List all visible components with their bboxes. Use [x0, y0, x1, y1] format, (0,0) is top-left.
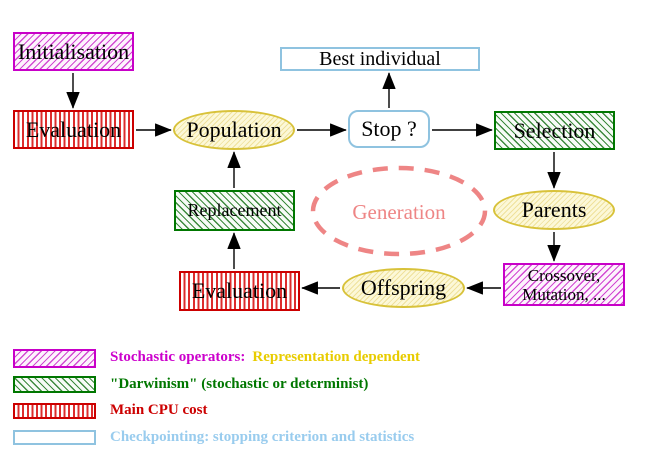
node-replacement: Replacement [174, 190, 295, 231]
generation-label: Generation [352, 200, 446, 224]
node-selection-label: Selection [513, 117, 596, 143]
node-offspring: Offspring [342, 268, 465, 308]
legend-text-darwinism: "Darwinism" (stochastic or determinist) [110, 376, 369, 392]
legend-label-representation: Representation dependent [252, 349, 421, 365]
node-initialisation: Initialisation [13, 32, 134, 71]
node-evaluation-top-label: Evaluation [25, 116, 122, 142]
legend-text-cpu-cost: Main CPU cost [110, 402, 208, 418]
node-stop: Stop ? [348, 110, 430, 148]
node-population-label: Population [186, 117, 282, 143]
node-evaluation-top: Evaluation [13, 110, 134, 149]
node-best-individual-label: Best individual [319, 47, 441, 70]
node-crossover-label-line1: Crossover, [527, 265, 601, 285]
node-crossover-mutation: Crossover, Mutation, ... [503, 263, 625, 306]
node-parents: Parents [493, 190, 615, 230]
legend-swatch-checkpointing [13, 430, 96, 445]
legend-text-stochastic-operators: Stochastic operators: Representation depe… [110, 348, 420, 367]
node-best-individual: Best individual [280, 47, 480, 71]
legend-swatch-darwinism [13, 376, 96, 393]
node-offspring-label: Offspring [360, 275, 447, 301]
node-parents-label: Parents [521, 197, 587, 223]
node-replacement-label: Replacement [187, 200, 282, 221]
node-initialisation-label: Initialisation [17, 38, 130, 64]
node-population: Population [173, 110, 295, 150]
legend-label-stochastic: Stochastic operators: [110, 349, 246, 365]
node-evaluation-bottom: Evaluation [179, 271, 300, 311]
generation-cycle-ellipse [310, 165, 488, 257]
legend-swatch-cpu-cost [13, 403, 96, 419]
legend-swatch-stochastic-operators [13, 349, 96, 368]
node-selection: Selection [494, 111, 615, 150]
node-evaluation-bottom-label: Evaluation [191, 278, 288, 304]
node-stop-label: Stop ? [361, 116, 417, 142]
node-crossover-label-line2: Mutation, ... [522, 284, 606, 304]
legend-text-checkpointing: Checkpointing: stopping criterion and st… [110, 429, 415, 445]
